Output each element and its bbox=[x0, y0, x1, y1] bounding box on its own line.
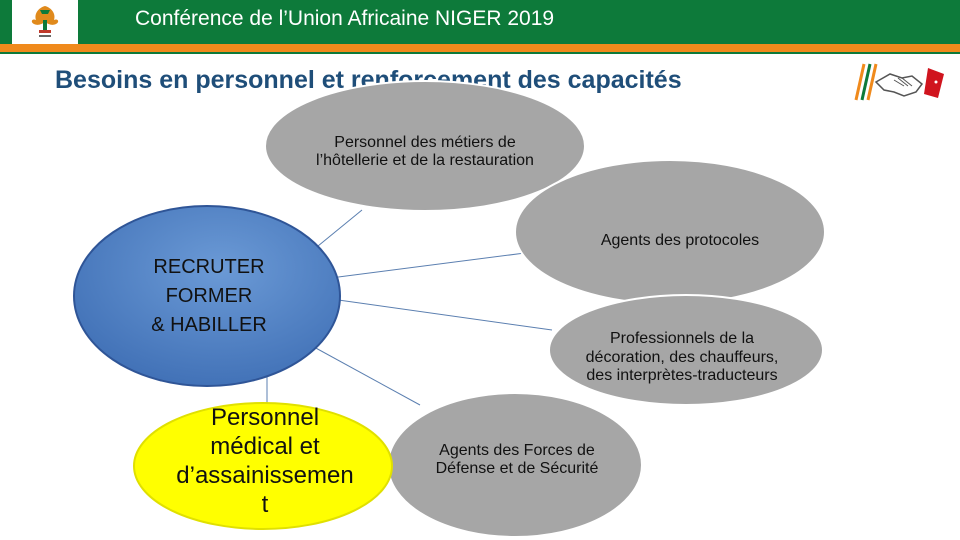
au-niger-logo-icon bbox=[31, 6, 59, 37]
header-accent-bar bbox=[0, 44, 960, 52]
node-decoration-shape bbox=[548, 294, 824, 406]
logo bbox=[12, 0, 78, 44]
connector-protocoles bbox=[314, 252, 526, 281]
node-medical-shape bbox=[133, 402, 393, 530]
header-title: Conférence de l’Union Africaine NIGER 20… bbox=[135, 7, 555, 30]
node-hotellerie-label: Personnel des métiers de l’hôtellerie et… bbox=[316, 133, 534, 169]
header-bar: Conférence de l’Union Africaine NIGER 20… bbox=[0, 0, 960, 44]
node-medical-label: Personnel médical et d’assainissemen t bbox=[176, 404, 354, 518]
node-forces-label: Agents des Forces de Défense et de Sécur… bbox=[435, 441, 599, 477]
node-protocoles-label: Agents des protocoles bbox=[600, 231, 760, 249]
header-divider bbox=[0, 52, 960, 54]
node-hotellerie-shape bbox=[264, 80, 586, 212]
connector-decoration bbox=[316, 296, 553, 331]
node-decoration-label: Professionnels de la décoration, des cha… bbox=[585, 330, 779, 385]
handshake-icon bbox=[854, 63, 944, 101]
node-center-label: RECRUTER FORMER & HABILLER bbox=[151, 255, 267, 336]
node-center-shape bbox=[73, 205, 341, 387]
connector-hotellerie bbox=[317, 209, 363, 247]
